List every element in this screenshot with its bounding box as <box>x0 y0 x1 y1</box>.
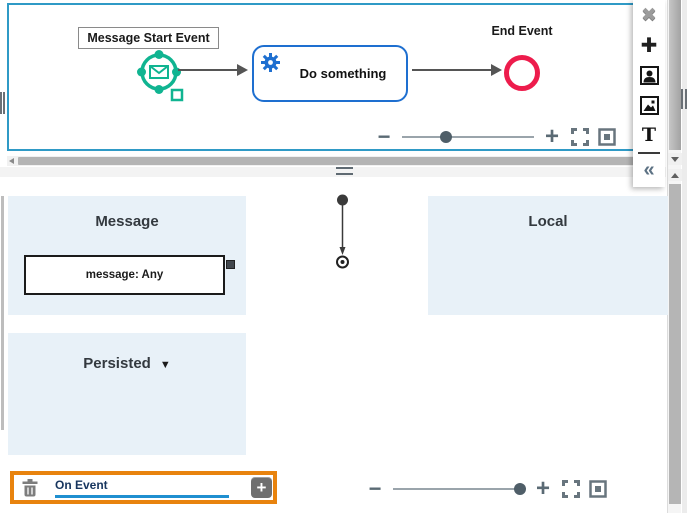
text-icon: T <box>641 123 657 146</box>
fit-to-screen-icon[interactable] <box>571 128 589 146</box>
scroll-down-button[interactable] <box>668 153 682 165</box>
sequence-flow-arrow-1[interactable] <box>178 63 248 77</box>
bottom-pane-vscroll-thumb[interactable] <box>669 184 681 504</box>
left-splitter-grip[interactable] <box>0 92 5 114</box>
collapse-toolbar-button[interactable]: « <box>633 155 665 185</box>
horizontal-scrollbar-thumb[interactable] <box>18 157 655 165</box>
zoom-slider-track[interactable] <box>393 488 525 490</box>
persisted-panel-title: Persisted <box>83 355 151 372</box>
on-event-tab[interactable]: On Event + <box>10 471 277 504</box>
portrait-icon <box>639 65 659 85</box>
left-thin-scrollbar[interactable] <box>1 196 4 430</box>
zoom-out-button[interactable]: − <box>377 124 391 149</box>
local-panel[interactable]: Local <box>428 196 668 315</box>
zoom-slider[interactable] <box>402 126 534 148</box>
end-event-label: End Event <box>491 24 553 38</box>
message-variable-label: message: Any <box>85 269 164 281</box>
variable-connector-port[interactable] <box>226 260 235 269</box>
diagram-zoom-controls: − + <box>374 123 616 150</box>
chevron-down-icon[interactable]: ▼ <box>159 359 171 371</box>
zoom-in-button[interactable]: + <box>535 475 550 502</box>
right-splitter-grip[interactable] <box>681 89 687 109</box>
top-pane-vscroll-thumb[interactable] <box>669 0 681 150</box>
sequence-flow-arrow-2[interactable] <box>412 63 502 77</box>
tab-name-text: On Event <box>55 478 108 492</box>
top-zoom-slider-dot[interactable] <box>439 131 452 143</box>
close-icon: ✖ <box>641 4 657 26</box>
fit-to-screen-icon[interactable] <box>562 480 580 498</box>
message-variable-box[interactable]: message: Any <box>24 255 235 295</box>
local-panel-title: Local <box>528 213 568 230</box>
event-decorator-handle[interactable] <box>170 88 184 102</box>
task-node-do-something[interactable]: Do something <box>252 45 408 102</box>
pane-splitter[interactable] <box>0 167 666 177</box>
persisted-panel[interactable]: Persisted ▼ <box>8 333 246 455</box>
palette-toolbar: ✖ ✚ T « <box>633 0 665 187</box>
reset-view-icon[interactable] <box>598 128 616 146</box>
selection-handles[interactable] <box>137 50 181 94</box>
image-icon <box>639 95 659 115</box>
start-event-label: Message Start Event <box>87 31 210 45</box>
zoom-slider-track[interactable] <box>402 136 534 138</box>
plus-icon: ✚ <box>640 34 658 57</box>
task-label: Do something <box>299 66 387 81</box>
tab-name-input[interactable]: On Event <box>55 477 229 498</box>
chevron-double-left-icon: « <box>643 159 655 181</box>
horizontal-scrollbar[interactable] <box>7 156 664 166</box>
start-event-label-box[interactable]: Message Start Event <box>78 27 219 49</box>
right-splitter-track <box>682 0 687 513</box>
delete-tab-button[interactable] <box>22 478 38 497</box>
message-panel-title: Message <box>95 213 159 230</box>
mapping-connector <box>336 194 349 269</box>
scroll-left-icon[interactable] <box>9 158 14 164</box>
gear-icon <box>261 53 280 72</box>
portrait-tool-button[interactable] <box>633 60 665 90</box>
vertical-scrollbar-column[interactable] <box>667 0 682 513</box>
image-tool-button[interactable] <box>633 90 665 120</box>
scroll-down-icon <box>671 156 679 162</box>
message-start-event-node[interactable] <box>133 45 189 103</box>
add-tab-button[interactable]: + <box>251 477 272 498</box>
zoom-slider[interactable] <box>393 478 526 500</box>
envelope-icon <box>149 65 169 79</box>
reset-view-icon[interactable] <box>589 480 607 498</box>
trash-icon <box>22 478 38 496</box>
end-event-node[interactable] <box>504 55 540 91</box>
zoom-out-button[interactable]: − <box>368 476 382 501</box>
splitter-grip-icon[interactable] <box>336 167 353 175</box>
process-diagram-canvas[interactable]: Message Start Event <box>7 3 665 151</box>
close-tool-button[interactable]: ✖ <box>633 0 665 30</box>
scroll-up-icon <box>671 172 679 178</box>
zoom-in-button[interactable]: + <box>544 123 559 150</box>
toolbar-divider <box>638 152 660 154</box>
mapping-zoom-controls: − + <box>365 475 607 502</box>
text-tool-button[interactable]: T <box>633 120 665 150</box>
scroll-up-button[interactable] <box>668 169 682 181</box>
bottom-zoom-slider-dot[interactable] <box>513 483 526 495</box>
add-tool-button[interactable]: ✚ <box>633 30 665 60</box>
